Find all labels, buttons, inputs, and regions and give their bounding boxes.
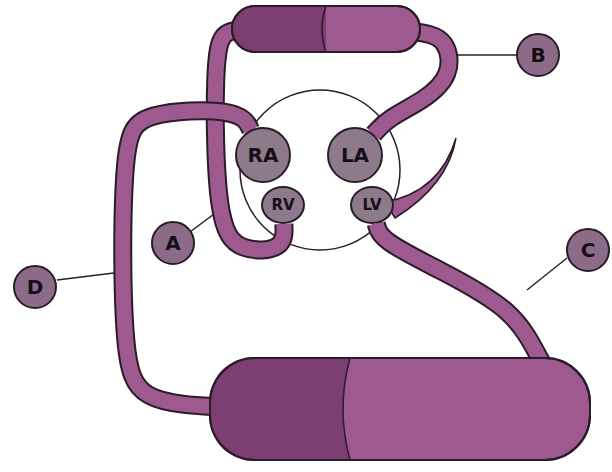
leader-line [527, 258, 567, 290]
node-label: RV [271, 196, 294, 214]
leader-line [57, 272, 122, 280]
heart-chamber: RV [261, 186, 305, 224]
body-capillaries [210, 358, 590, 460]
heart-chamber: RA [235, 127, 291, 183]
lung-capillaries-half [233, 7, 326, 51]
blood-vessel [215, 28, 449, 250]
body-capillaries-half [211, 359, 350, 459]
node-label: RA [248, 143, 279, 167]
heart-chamber: LV [350, 186, 394, 224]
capillary-divider [322, 6, 326, 52]
node-label: C [581, 238, 596, 262]
vessel-wall [215, 28, 449, 250]
callout-letter: D [13, 265, 57, 309]
node-label: B [530, 43, 545, 67]
node-label: LA [341, 143, 369, 167]
body-outline [210, 358, 590, 460]
heart-chamber: LA [327, 127, 383, 183]
callout-letter: C [566, 228, 610, 272]
callout-letter: A [151, 221, 195, 265]
node-label: D [27, 275, 44, 299]
leader-line [456, 54, 516, 56]
aortic-arch [385, 138, 456, 218]
lung-outline [232, 6, 420, 52]
vessel-lumen [215, 28, 449, 250]
node-label: LV [362, 196, 381, 214]
lung-capillaries [232, 6, 420, 52]
capillary-divider [343, 358, 350, 460]
node-label: A [165, 231, 180, 255]
callout-letter: B [516, 33, 560, 77]
